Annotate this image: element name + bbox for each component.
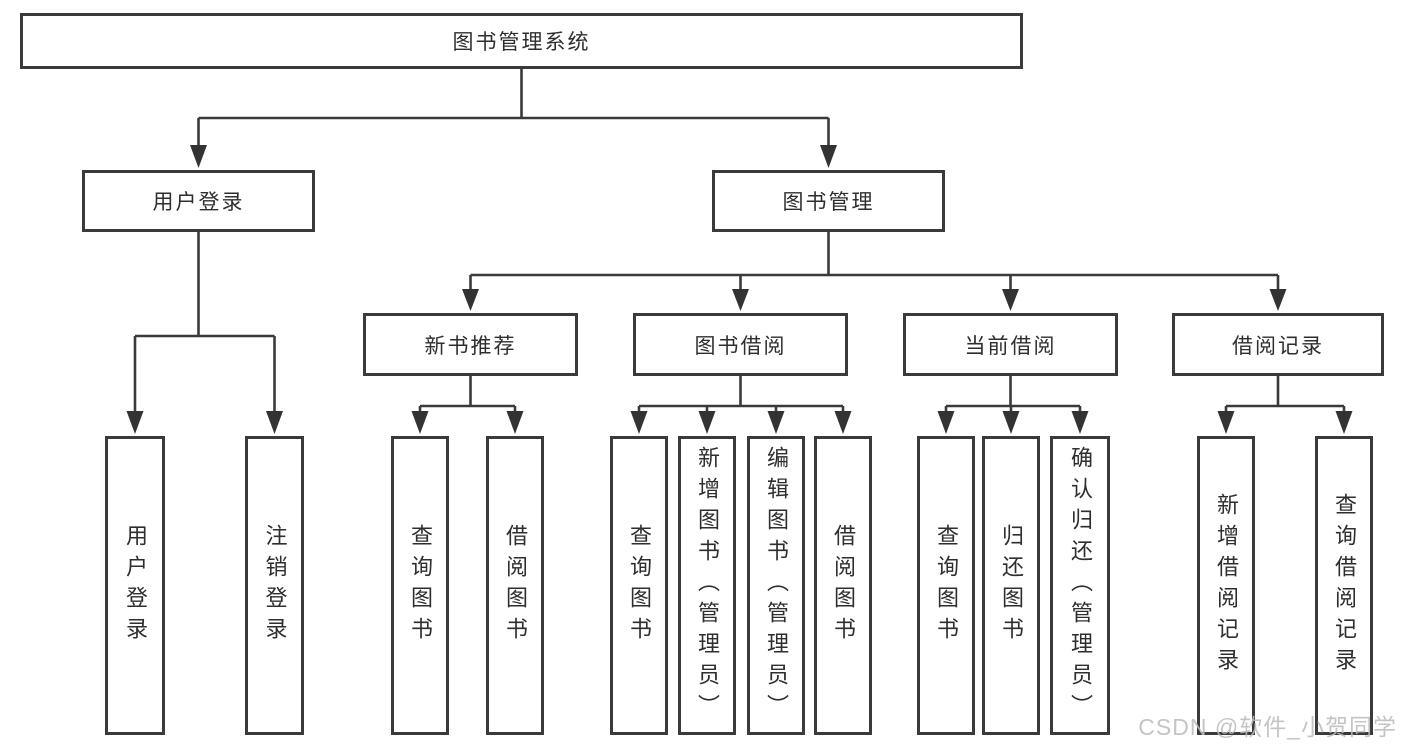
leaf-edit-books-admin: 编辑图书（管理员） — [747, 436, 805, 735]
node-current-borrowing: 当前借阅 — [903, 313, 1118, 376]
node-label: 确认归还（管理员） — [1068, 446, 1093, 725]
leaf-add-borrow-record: 新增借阅记录 — [1197, 436, 1255, 735]
node-label: 借阅记录 — [1232, 334, 1324, 358]
node-label: 查询借阅记录 — [1332, 492, 1357, 679]
node-label: 用户登录 — [123, 523, 148, 648]
node-label: 当前借阅 — [964, 334, 1057, 358]
leaf-query-books-current: 查询图书 — [917, 436, 975, 735]
node-label: 新增图书（管理员） — [695, 446, 720, 725]
node-label: 借阅图书 — [503, 523, 528, 648]
node-label: 归还图书 — [999, 523, 1024, 648]
node-label: 查询图书 — [408, 523, 433, 648]
node-label: 借阅图书 — [831, 523, 856, 648]
leaf-query-books-recommend: 查询图书 — [391, 436, 449, 735]
leaf-borrow-books-recommend: 借阅图书 — [486, 436, 544, 735]
node-book-management: 图书管理 — [712, 170, 945, 232]
node-label: 图书借阅 — [694, 334, 787, 358]
node-label: 注销登录 — [262, 523, 288, 648]
node-book-borrowing: 图书借阅 — [633, 313, 848, 376]
node-library-management-system: 图书管理系统 — [20, 13, 1023, 69]
node-label: 新增借阅记录 — [1214, 492, 1239, 679]
node-label: 新书推荐 — [424, 334, 517, 358]
leaf-confirm-return-admin: 确认归还（管理员） — [1050, 436, 1110, 735]
leaf-user-login: 用户登录 — [105, 436, 165, 735]
leaf-logout: 注销登录 — [245, 436, 304, 735]
leaf-query-borrow-record: 查询借阅记录 — [1315, 436, 1373, 735]
leaf-query-books-borrowing: 查询图书 — [610, 436, 668, 735]
node-new-book-recommendation: 新书推荐 — [363, 313, 578, 376]
leaf-return-books: 归还图书 — [982, 436, 1040, 735]
node-label: 查询图书 — [934, 523, 959, 648]
node-borrowing-records: 借阅记录 — [1172, 313, 1384, 376]
node-user-login: 用户登录 — [82, 170, 315, 232]
node-label: 图书管理系统 — [452, 31, 591, 54]
leaf-borrow-books-borrowing: 借阅图书 — [814, 436, 872, 735]
leaf-add-books-admin: 新增图书（管理员） — [678, 436, 736, 735]
node-label: 查询图书 — [627, 523, 652, 648]
node-label: 编辑图书（管理员） — [764, 446, 789, 725]
csdn-watermark: CSDN @软件_小贺同学 — [1138, 714, 1397, 740]
node-label: 图书管理 — [782, 191, 875, 214]
node-label: 用户登录 — [152, 191, 245, 214]
